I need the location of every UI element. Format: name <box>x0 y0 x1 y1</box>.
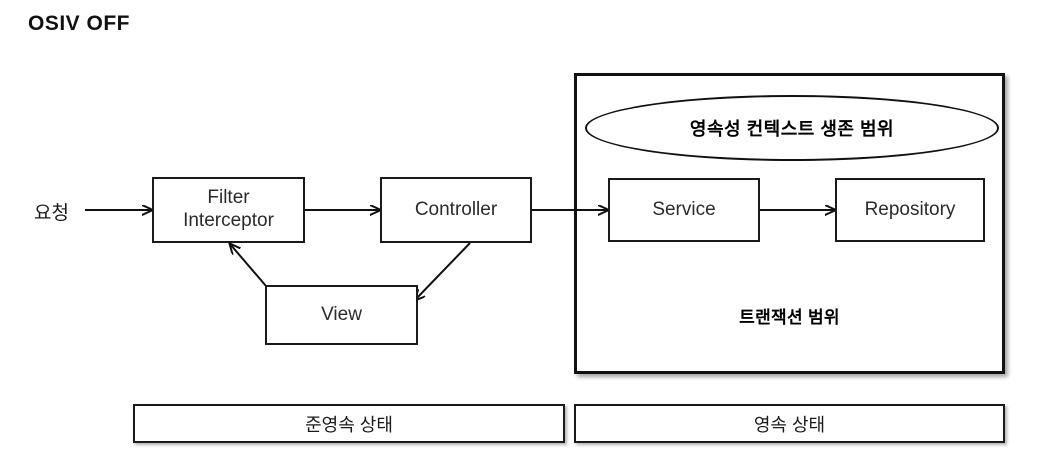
controller-label: Controller <box>414 199 498 221</box>
state-bar-detached: 준영속 상태 <box>133 404 565 443</box>
node-filter-interceptor: Filter Interceptor <box>152 177 305 243</box>
persistence-context-scope-ellipse: 영속성 컨텍스트 생존 범위 <box>585 95 999 161</box>
filter-interceptor-line1: Filter <box>207 187 250 209</box>
state-bar-persistent: 영속 상태 <box>574 404 1005 443</box>
arrow-controller-to-view <box>415 242 471 300</box>
persistence-context-scope-label: 영속성 컨텍스트 생존 범위 <box>689 119 895 139</box>
request-label: 요청 <box>34 203 69 224</box>
node-view: View <box>265 285 418 345</box>
repository-label: Repository <box>864 199 956 221</box>
node-service: Service <box>608 178 760 242</box>
transaction-scope-caption: 트랜잭션 범위 <box>739 308 840 327</box>
service-label: Service <box>652 199 716 221</box>
state-bar-persistent-label: 영속 상태 <box>753 414 826 435</box>
node-controller: Controller <box>380 177 532 243</box>
node-repository: Repository <box>835 178 985 242</box>
state-bar-detached-label: 준영속 상태 <box>305 414 393 435</box>
view-label: View <box>321 304 362 326</box>
page-title: OSIV OFF <box>28 12 131 35</box>
filter-interceptor-line2: Interceptor <box>183 210 274 231</box>
